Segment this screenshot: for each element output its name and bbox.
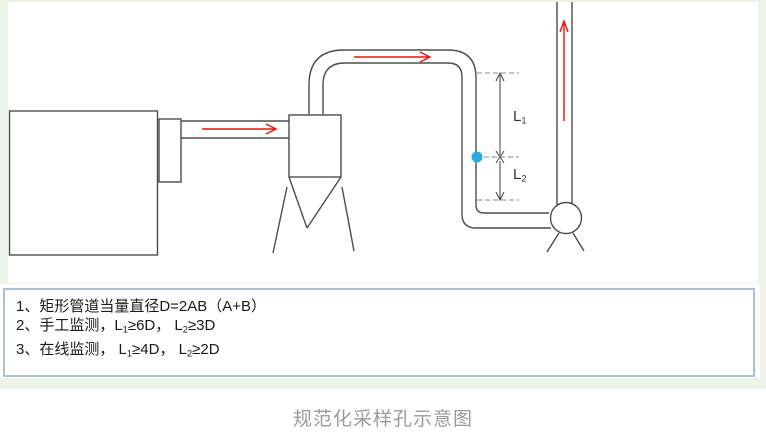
sampling-point-dot [471, 151, 483, 163]
note-line-3: 3、在线监测， L1≥4D， L2≥2D [16, 340, 220, 359]
dimension-cross-mark [495, 150, 505, 164]
cyclone-leg-right [341, 186, 355, 252]
diagram-panel: L1 L2 [8, 2, 758, 283]
cyclone-cone-right [306, 176, 342, 229]
notes-row: 1、矩形管道当量直径D=2AB（A+B） 2、手工监测，L1≥6D， L2≥3D… [0, 284, 760, 378]
flow-arrow-inlet [202, 123, 278, 135]
dimension-arrow-down [495, 191, 505, 202]
equipment-outlet [158, 118, 182, 183]
dimension-arrow-up [495, 71, 505, 82]
cyclone-cone-left [288, 176, 308, 229]
dimension-marks [495, 71, 505, 202]
equipment-box [8, 110, 159, 256]
caption-area: 规范化采样孔示意图 [0, 389, 766, 435]
note-line-1: 1、矩形管道当量直径D=2AB（A+B） [16, 298, 267, 315]
note-line-2: 2、手工监测，L1≥6D， L2≥3D [16, 317, 216, 335]
fan-leg-right [572, 232, 585, 252]
diagram-caption: 规范化采样孔示意图 [292, 409, 473, 430]
process-schematic [8, 2, 585, 256]
fan-leg-left [546, 232, 560, 253]
pipework [8, 2, 585, 256]
diagram-section: L1 L2 [0, 0, 766, 389]
duct-outline-inner [322, 62, 551, 229]
dimension-label-l1: L1 [513, 108, 527, 126]
flow-arrow-stack [559, 18, 569, 121]
notes-box: 1、矩形管道当量直径D=2AB（A+B） 2、手工监测，L1≥6D， L2≥3D… [3, 288, 755, 377]
cyclone-body [288, 114, 342, 178]
fan-circle [549, 201, 583, 235]
duct-outline-outer [308, 49, 549, 214]
dashed-guides [477, 72, 519, 201]
cyclone-leg-left [272, 186, 288, 254]
dimension-label-l2: L2 [513, 166, 527, 184]
flow-arrow-top-duct [354, 51, 432, 63]
flow-arrows [202, 18, 569, 135]
